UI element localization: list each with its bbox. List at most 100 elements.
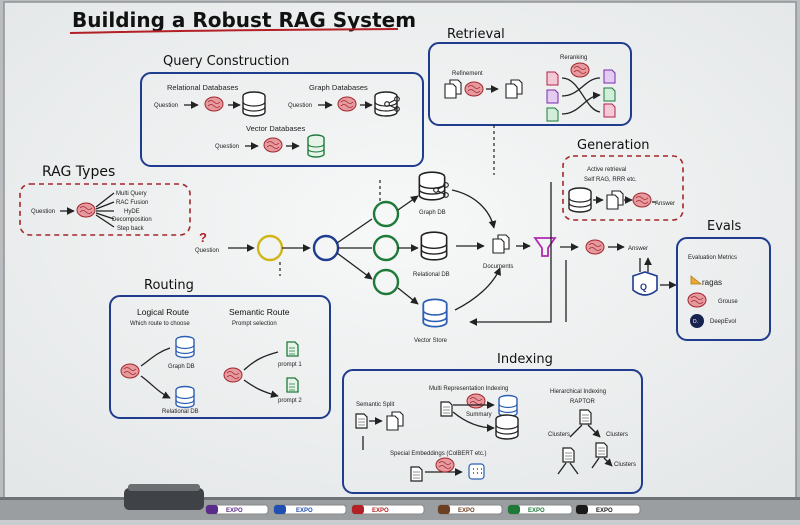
- svg-text:Q: Q: [640, 282, 647, 292]
- generation-line2: Self RAG, RRR etc.: [584, 177, 637, 183]
- diagram-title: Building a Robust RAG System: [72, 8, 416, 32]
- route-node-graph: [372, 200, 400, 228]
- rerank-docs-left: [546, 71, 559, 122]
- marker-brand: EXPO: [458, 508, 475, 514]
- hier-sub: RAPTOR: [570, 399, 596, 405]
- brain-icon: [435, 457, 455, 473]
- marker-brand: EXPO: [528, 508, 545, 514]
- evals-box: [676, 237, 771, 341]
- marker-brand: EXPO: [372, 508, 389, 514]
- rag-types-question: Question: [31, 209, 55, 215]
- vector-databases-label: Vector Databases: [246, 124, 305, 133]
- eval-grouse: Grouse: [718, 299, 738, 305]
- generation-line1: Active retrieval: [587, 167, 626, 173]
- rag-types-box: [19, 183, 191, 236]
- brain-icon: [120, 363, 140, 379]
- eval-ragas: ragas: [702, 278, 722, 287]
- prompt-doc-icon: [286, 341, 299, 357]
- logical-route-title: Logical Route: [137, 307, 189, 317]
- eval-shield-icon: [632, 271, 658, 296]
- route-prompt-1: prompt 1: [278, 362, 302, 368]
- document-icon: [579, 409, 592, 425]
- document-icon: [355, 413, 368, 429]
- brain-icon: [464, 81, 484, 97]
- query-construction-box: [140, 72, 424, 167]
- document-icon: [440, 401, 453, 417]
- brain-icon: [632, 192, 652, 208]
- semantic-route-sub: Prompt selection: [232, 321, 277, 327]
- brain-icon: [687, 292, 707, 308]
- special-embeddings-label: Special Embeddings (ColBERT etc.): [390, 451, 487, 457]
- rerank-docs-right: [603, 69, 616, 118]
- relational-databases-label: Relational Databases: [167, 83, 239, 92]
- marker-brand: EXPO: [596, 508, 613, 514]
- qc-question-2: Question: [288, 103, 312, 109]
- deepeval-badge: D.: [693, 319, 698, 325]
- vector-db-icon: [307, 134, 325, 158]
- rag-type-step-back: Step back: [117, 226, 145, 232]
- reranking-label: Reranking: [560, 55, 587, 61]
- eraser: [124, 488, 204, 510]
- generation-answer: Answer: [655, 201, 675, 207]
- db-icon: [498, 394, 518, 418]
- marker-blue: EXPO: [273, 504, 347, 515]
- generation-box: [562, 155, 684, 221]
- generation-heading: Generation: [577, 138, 650, 153]
- brain-icon: [263, 137, 283, 153]
- deepeval-logo-icon: [690, 314, 704, 328]
- title-underline: [69, 28, 399, 34]
- routing-box: [109, 295, 331, 419]
- center-relational-db: Relational DB: [413, 272, 450, 278]
- ragas-icon: [690, 275, 703, 285]
- marker-green: EXPO: [507, 504, 573, 515]
- db-icon: [568, 187, 592, 213]
- summary-label: Summary: [466, 412, 492, 418]
- eval-deepevol: DeepEvol: [710, 319, 736, 325]
- brain-icon: [570, 62, 590, 78]
- generation-brain-icon: [585, 239, 605, 255]
- route-prompt-2: prompt 2: [278, 398, 302, 404]
- relational-db-icon: [242, 91, 266, 117]
- marker-red: EXPO: [351, 504, 425, 515]
- center-graph-db: Graph DB: [419, 210, 446, 216]
- marker-black: EXPO: [575, 504, 641, 515]
- relational-db-route-icon: [175, 385, 195, 409]
- route-node-vector: [372, 268, 400, 296]
- clusters-label-2: Clusters: [606, 432, 628, 438]
- retrieval-box: [428, 42, 632, 126]
- marker-brand: EXPO: [296, 508, 313, 514]
- qc-question-3: Question: [215, 144, 239, 150]
- vector-store-icon: [422, 298, 448, 328]
- hier-title: Hierarchical Indexing: [550, 389, 606, 395]
- retrieval-heading: Retrieval: [447, 27, 505, 42]
- rag-types-heading: RAG Types: [42, 164, 115, 180]
- question-mark-icon: ?: [199, 230, 207, 245]
- prompt-doc-icon: [286, 377, 299, 393]
- rag-type-decomposition: Decomposition: [112, 217, 152, 223]
- center-documents: Documents: [483, 264, 513, 270]
- document-icon: [562, 447, 575, 463]
- graph-db-icon: [374, 91, 398, 117]
- brain-icon: [466, 393, 486, 409]
- brain-icon: [337, 96, 357, 112]
- rag-type-rac-fusion: RAC Fusion: [116, 200, 148, 206]
- db-icon: [495, 414, 519, 440]
- query-construction-heading: Query Construction: [163, 54, 289, 69]
- clusters-label-3: Clusters: [614, 462, 636, 468]
- graph-db-center-icon: [418, 171, 446, 201]
- marker-purple: EXPO: [205, 504, 269, 515]
- evals-heading: Evals: [707, 219, 741, 234]
- indexing-box: [342, 369, 643, 494]
- marker-brown: EXPO: [437, 504, 503, 515]
- semantic-route-title: Semantic Route: [229, 307, 290, 317]
- semantic-split-label: Semantic Split: [356, 402, 395, 408]
- evaluation-metrics-title: Evaluation Metrics: [688, 255, 737, 261]
- center-vector-store: Vector Store: [414, 338, 448, 344]
- rag-type-multi-query: Multi Query: [116, 191, 147, 197]
- relational-db-center-icon: [420, 231, 448, 261]
- document-icon: [410, 466, 423, 482]
- route-relational-db: Relational DB: [162, 409, 199, 415]
- route-graph-db: Graph DB: [168, 364, 195, 370]
- refinement-label: Refinement: [452, 71, 483, 77]
